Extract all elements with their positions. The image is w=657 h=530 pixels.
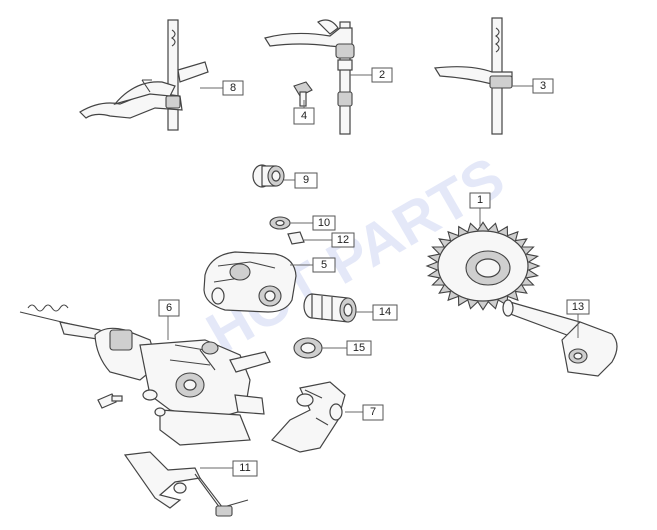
svg-text:8: 8: [230, 82, 236, 94]
callout-14: 14: [372, 304, 398, 321]
callout-6: 6: [158, 299, 180, 317]
bolt-4: [293, 81, 313, 107]
svg-text:11: 11: [239, 462, 250, 474]
svg-text:5: 5: [321, 259, 327, 271]
bushing-9: [252, 164, 285, 188]
svg-text:3: 3: [540, 80, 546, 92]
callout-11: 11: [232, 460, 258, 477]
svg-text:7: 7: [370, 406, 376, 418]
bracket-7: [270, 381, 346, 453]
callout-10: 10: [312, 215, 336, 231]
callout-2: 2: [371, 67, 393, 83]
callout-3: 3: [532, 78, 554, 94]
svg-text:12: 12: [337, 234, 349, 246]
callout-7: 7: [362, 404, 384, 421]
svg-text:14: 14: [379, 306, 391, 318]
gear-1: [425, 221, 541, 311]
svg-text:4: 4: [301, 110, 307, 122]
shift-fork-2: [264, 19, 355, 135]
callout-8: 8: [222, 80, 244, 96]
callout-4: 4: [293, 107, 315, 125]
shift-fork-8: [79, 19, 209, 131]
shaft-13: [502, 299, 618, 377]
callout-5: 5: [312, 257, 336, 273]
block-12: [287, 231, 305, 245]
svg-text:1: 1: [477, 194, 483, 206]
shift-fork-3: [433, 17, 513, 135]
callout-9: 9: [294, 172, 318, 189]
callout-12: 12: [331, 232, 355, 248]
shift-assembly-6: [19, 304, 271, 446]
svg-text:13: 13: [572, 301, 584, 313]
svg-text:15: 15: [353, 342, 365, 354]
callout-13: 13: [566, 299, 590, 315]
lever-11: [123, 451, 249, 517]
boot-14: [303, 293, 357, 323]
svg-text:10: 10: [318, 217, 330, 229]
svg-text:6: 6: [166, 302, 172, 314]
callout-15: 15: [346, 340, 372, 356]
callout-1: 1: [469, 192, 491, 209]
svg-text:9: 9: [303, 174, 309, 186]
nut-10: [269, 216, 291, 230]
seal-15: [293, 337, 323, 359]
selector-housing-5: [203, 251, 297, 313]
svg-text:2: 2: [379, 69, 385, 81]
